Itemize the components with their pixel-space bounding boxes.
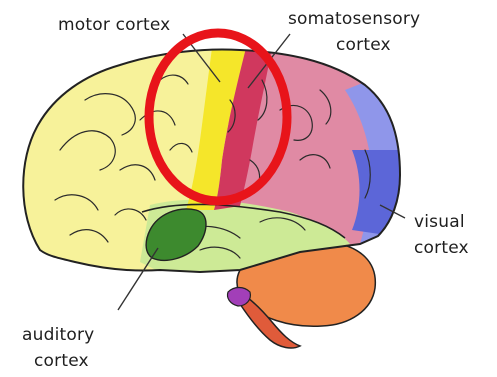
somatosensory-label-line2: cortex	[336, 34, 391, 56]
motor-cortex-label: motor cortex	[58, 14, 170, 36]
auditory-label-line1: auditory	[22, 324, 94, 346]
somatosensory-label-line1: somatosensory	[288, 8, 420, 30]
auditory-label-line2: cortex	[34, 350, 89, 372]
pons	[227, 288, 250, 307]
visual-label-line1: visual	[414, 211, 465, 233]
visual-label-line2: cortex	[414, 237, 469, 259]
